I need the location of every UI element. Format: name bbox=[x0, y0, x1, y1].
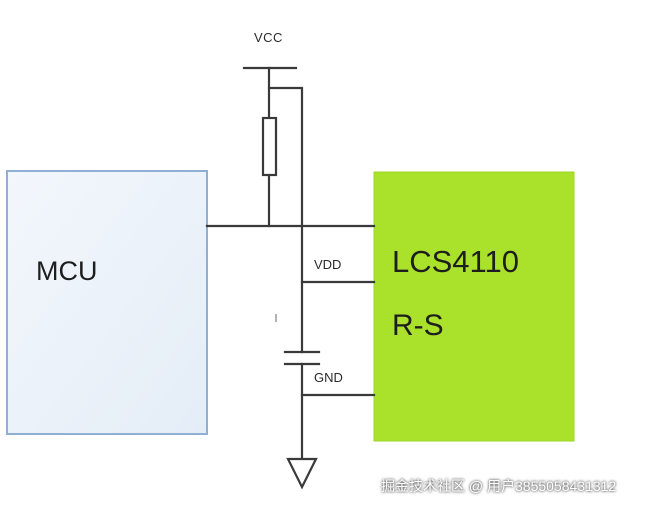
ground-icon bbox=[286, 457, 318, 490]
chip-variant-label: R-S bbox=[392, 309, 444, 342]
pullup-resistor bbox=[261, 116, 278, 177]
vdd-label: VDD bbox=[314, 257, 342, 272]
mcu-block bbox=[6, 170, 208, 435]
chip-name-label: LCS4110 bbox=[392, 244, 519, 279]
gnd-label: GND bbox=[314, 370, 343, 385]
vcc-label: VCC bbox=[254, 30, 283, 45]
vcc-to-vdd-wire bbox=[267, 86, 376, 284]
mcu-label: MCU bbox=[36, 256, 98, 286]
watermark: 掘金技术社区 @ 用户3855058431312 bbox=[381, 478, 617, 494]
chip-block bbox=[373, 171, 575, 442]
